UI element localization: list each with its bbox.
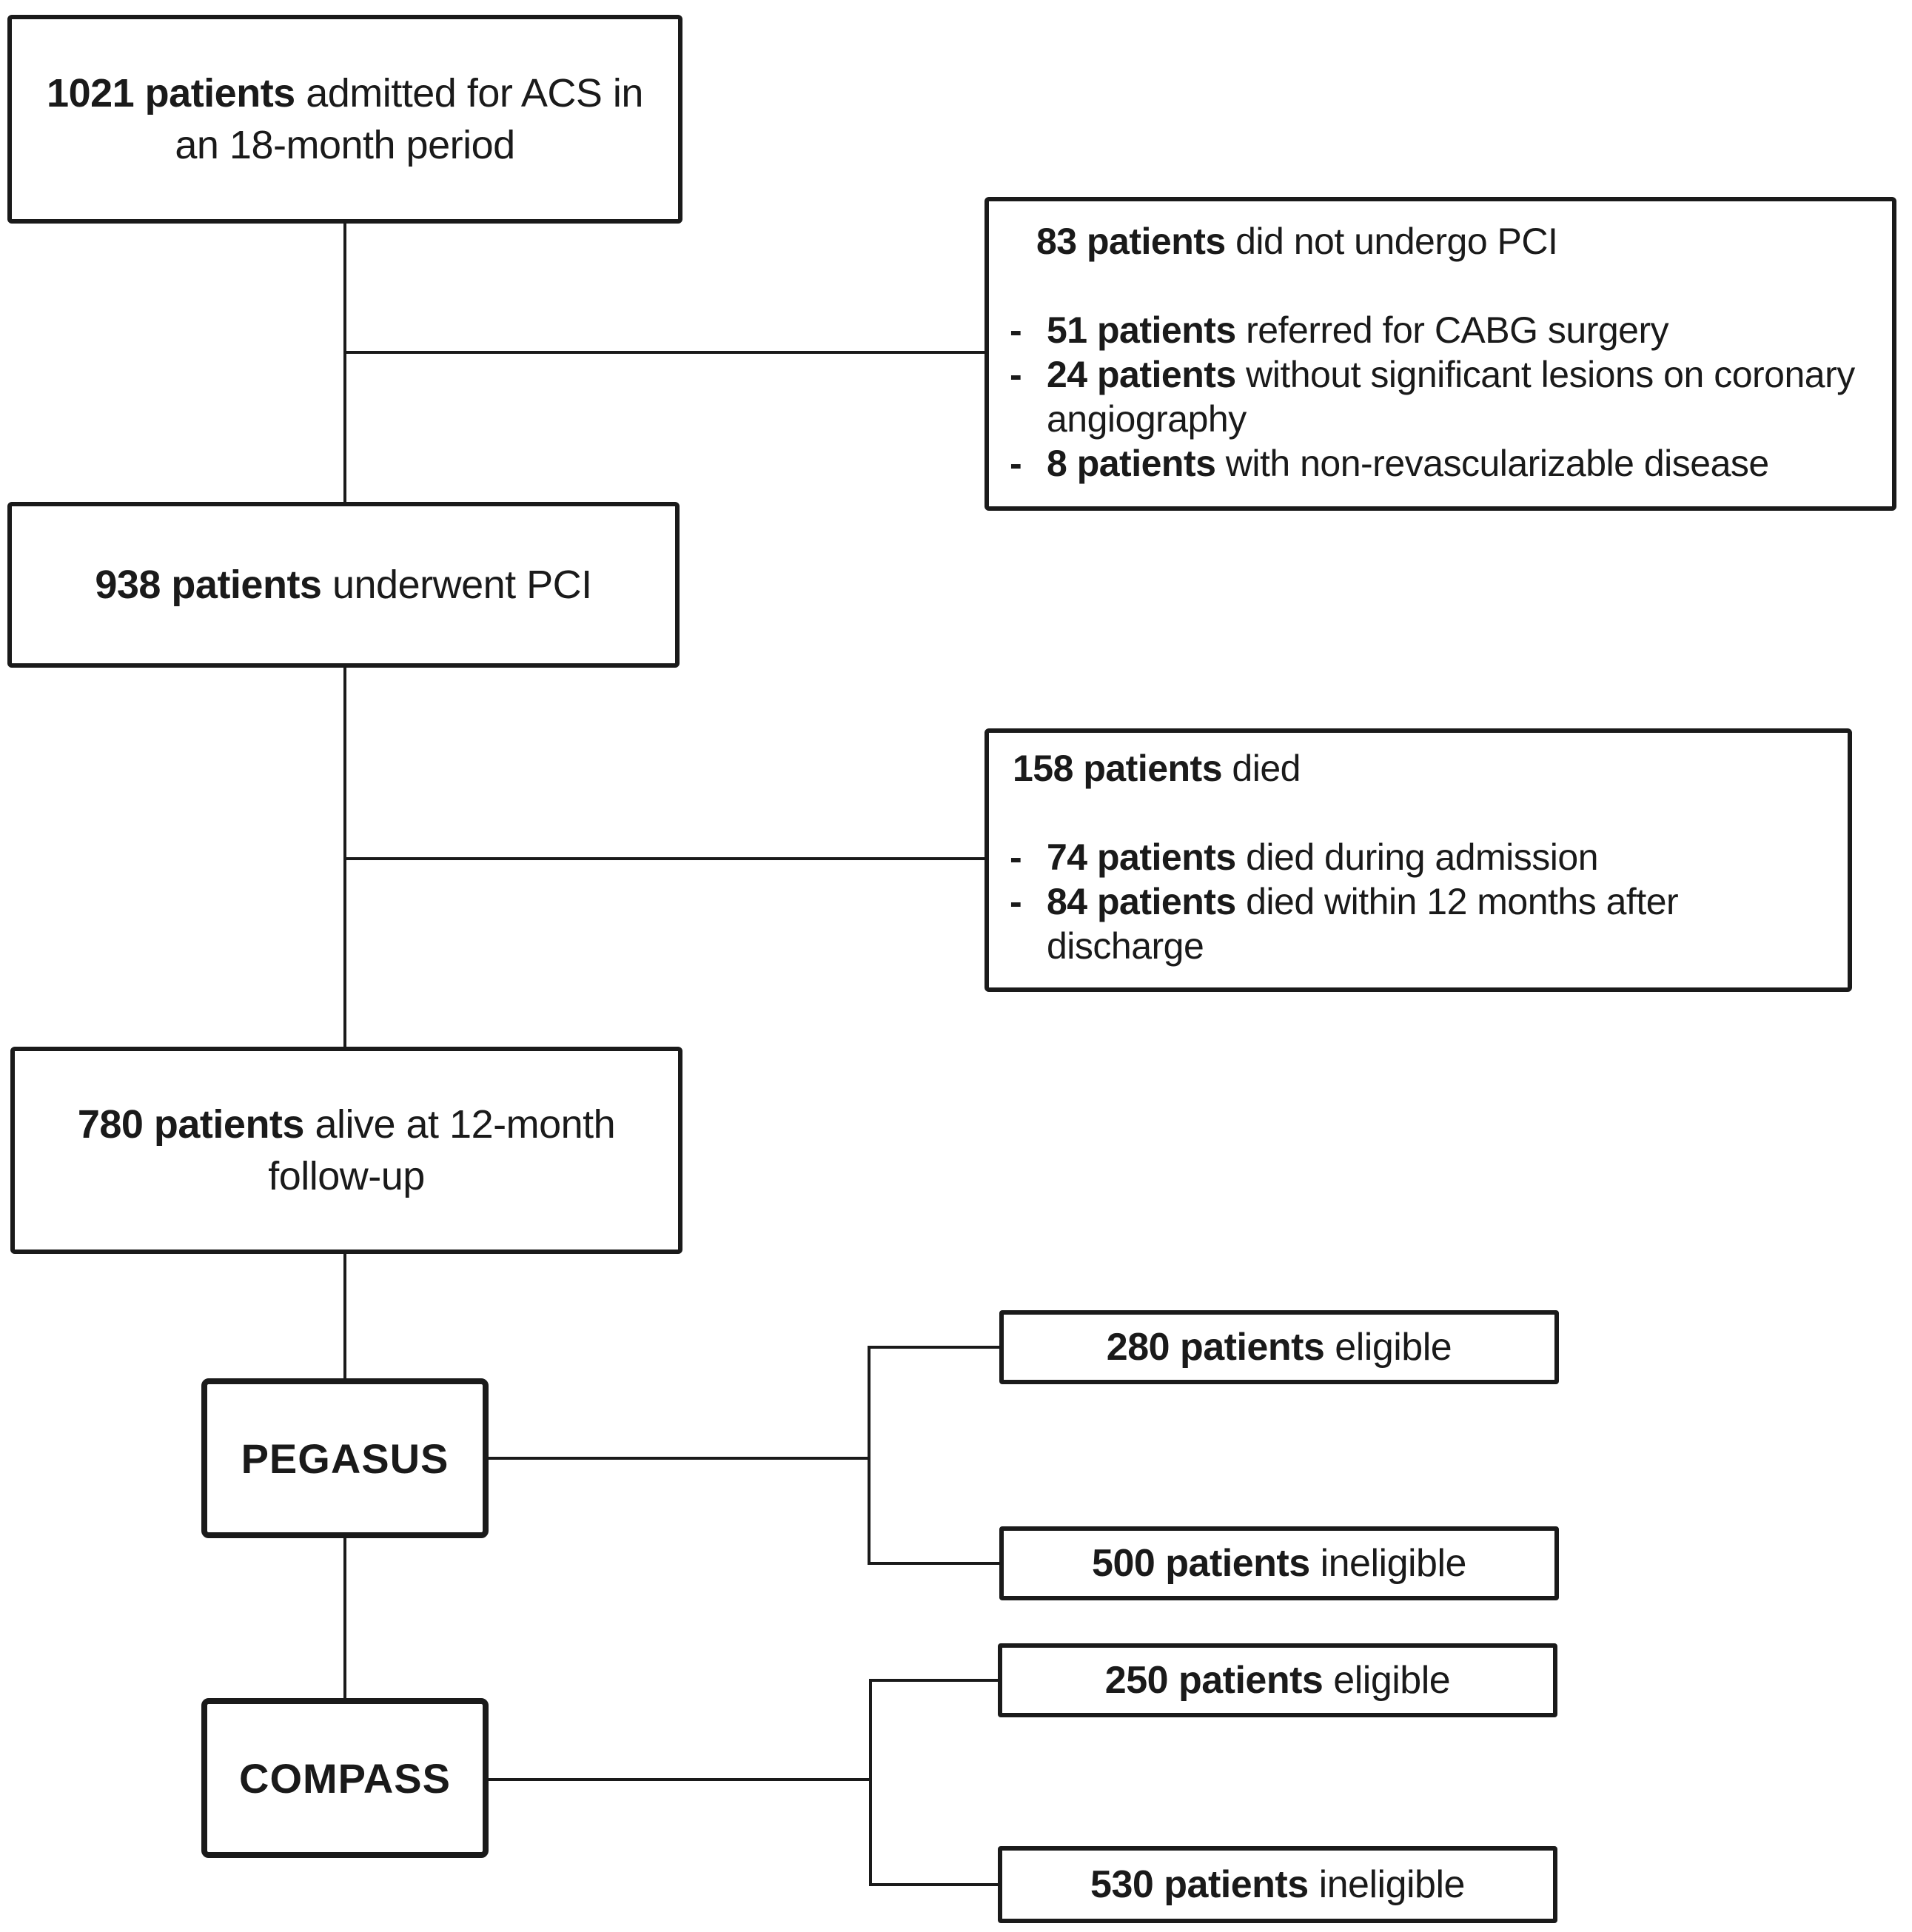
box-died-content: 158 patients died - 74 patients died dur… [989, 733, 1848, 982]
box-died-count: 158 patients [1013, 748, 1223, 789]
box-pegasus-ineligible: 500 patients ineligible [999, 1526, 1559, 1600]
box-underwent-pci: 938 patients underwent PCI [7, 502, 680, 668]
box-acs-count: 1021 patients [47, 71, 295, 115]
box-alive-followup: 780 patients alive at 12-month follow-up [10, 1047, 682, 1254]
box-compass-eligible: 250 patients eligible [998, 1643, 1557, 1717]
bullet-dash: - [1010, 309, 1022, 351]
box-acs-text: admitted for ACS in [295, 71, 643, 115]
box-died-title: 158 patients died [1013, 746, 1833, 791]
item-rest: died within 12 months after discharge [1047, 881, 1679, 967]
item-count: 51 patients [1047, 309, 1236, 351]
box-no-pci-text: did not undergo PCI [1225, 221, 1558, 262]
item-count: 84 patients [1047, 881, 1236, 922]
box-compass-ineligible: 530 patients ineligible [998, 1846, 1557, 1923]
compass-ineligible-text: ineligible [1308, 1863, 1466, 1906]
bullet-dash: - [1010, 354, 1022, 395]
connector-pegasus-to-ineligible [868, 1562, 1001, 1565]
box-pci-line: 938 patients underwent PCI [95, 559, 592, 611]
item-count: 8 patients [1047, 443, 1216, 484]
connector-pegasus-bracket-vertical [868, 1346, 871, 1565]
connector-branch-no-pci [343, 351, 984, 354]
connector-pegasus-to-eligible [868, 1346, 1001, 1349]
list-item-text: 24 patients without significant lesions … [1047, 352, 1877, 441]
box-died: 158 patients died - 74 patients died dur… [984, 728, 1852, 992]
list-item-non-revascularizable: - 8 patients with non-revascularizable d… [1010, 441, 1877, 486]
box-no-pci: 83 patients did not undergo PCI - 51 pat… [984, 197, 1896, 511]
bullet-dash: - [1010, 836, 1022, 878]
connector-alive-to-pegasus [343, 1251, 346, 1381]
box-no-pci-title: 83 patients did not undergo PCI [1036, 219, 1877, 264]
box-acs-admitted: 1021 patients admitted for ACS in an 18-… [7, 15, 682, 224]
pegasus-ineligible-line: 500 patients ineligible [1092, 1541, 1466, 1586]
box-alive-line2: follow-up [268, 1154, 425, 1198]
connector-branch-died [343, 857, 984, 860]
compass-label: COMPASS [239, 1754, 451, 1802]
spacer [1010, 264, 1877, 308]
box-alive-line1: 780 patients alive at 12-month [77, 1099, 616, 1150]
list-item-no-lesions: - 24 patients without significant lesion… [1010, 352, 1877, 441]
box-pci-text: underwent PCI [321, 563, 592, 607]
pegasus-eligible-line: 280 patients eligible [1107, 1325, 1452, 1369]
box-pegasus: PEGASUS [201, 1378, 489, 1538]
box-no-pci-count: 83 patients [1036, 221, 1226, 262]
pegasus-eligible-text: eligible [1324, 1326, 1452, 1369]
pegasus-ineligible-count: 500 patients [1092, 1542, 1310, 1585]
connector-acs-to-pci [343, 224, 346, 505]
compass-ineligible-count: 530 patients [1090, 1863, 1309, 1906]
box-acs-line2: an 18-month period [175, 123, 515, 167]
box-no-pci-content: 83 patients did not undergo PCI - 51 pat… [989, 201, 1892, 503]
spacer [1010, 791, 1833, 835]
box-acs-line1: 1021 patients admitted for ACS in [47, 67, 643, 119]
pegasus-ineligible-text: ineligible [1309, 1542, 1467, 1585]
compass-eligible-line: 250 patients eligible [1104, 1658, 1451, 1703]
item-rest: died during admission [1235, 836, 1599, 878]
bullet-dash: - [1010, 881, 1022, 922]
box-compass: COMPASS [201, 1698, 489, 1858]
item-rest: referred for CABG surgery [1235, 309, 1669, 351]
box-alive-count: 780 patients [77, 1102, 305, 1147]
compass-eligible-count: 250 patients [1104, 1659, 1324, 1702]
connector-compass-right [487, 1778, 872, 1781]
bullet-dash: - [1010, 443, 1022, 484]
box-died-text: died [1222, 748, 1301, 789]
connector-compass-to-ineligible [869, 1883, 999, 1886]
item-count: 74 patients [1047, 836, 1236, 878]
box-pci-count: 938 patients [95, 563, 322, 607]
connector-pegasus-to-compass [343, 1535, 346, 1701]
list-item-text: 51 patients referred for CABG surgery [1047, 308, 1877, 352]
item-rest: with non-revascularizable disease [1215, 443, 1769, 484]
list-item-cabg: - 51 patients referred for CABG surgery [1010, 308, 1877, 352]
compass-ineligible-line: 530 patients ineligible [1090, 1862, 1465, 1907]
connector-compass-bracket-vertical [869, 1679, 872, 1886]
list-item-text: 84 patients died within 12 months after … [1047, 879, 1833, 968]
item-rest: without significant lesions on coronary … [1047, 354, 1855, 440]
pegasus-eligible-count: 280 patients [1106, 1326, 1325, 1369]
list-item-died-admission: - 74 patients died during admission [1010, 835, 1833, 879]
connector-pegasus-right [487, 1457, 871, 1460]
box-pegasus-eligible: 280 patients eligible [999, 1310, 1559, 1384]
connector-compass-to-eligible [869, 1679, 999, 1682]
box-alive-text: alive at 12-month [303, 1102, 616, 1147]
item-count: 24 patients [1047, 354, 1236, 395]
compass-eligible-text: eligible [1323, 1659, 1451, 1702]
list-item-text: 74 patients died during admission [1047, 835, 1833, 879]
pegasus-label: PEGASUS [241, 1435, 449, 1482]
list-item-died-after-discharge: - 84 patients died within 12 months afte… [1010, 879, 1833, 968]
list-item-text: 8 patients with non-revascularizable dis… [1047, 441, 1877, 486]
